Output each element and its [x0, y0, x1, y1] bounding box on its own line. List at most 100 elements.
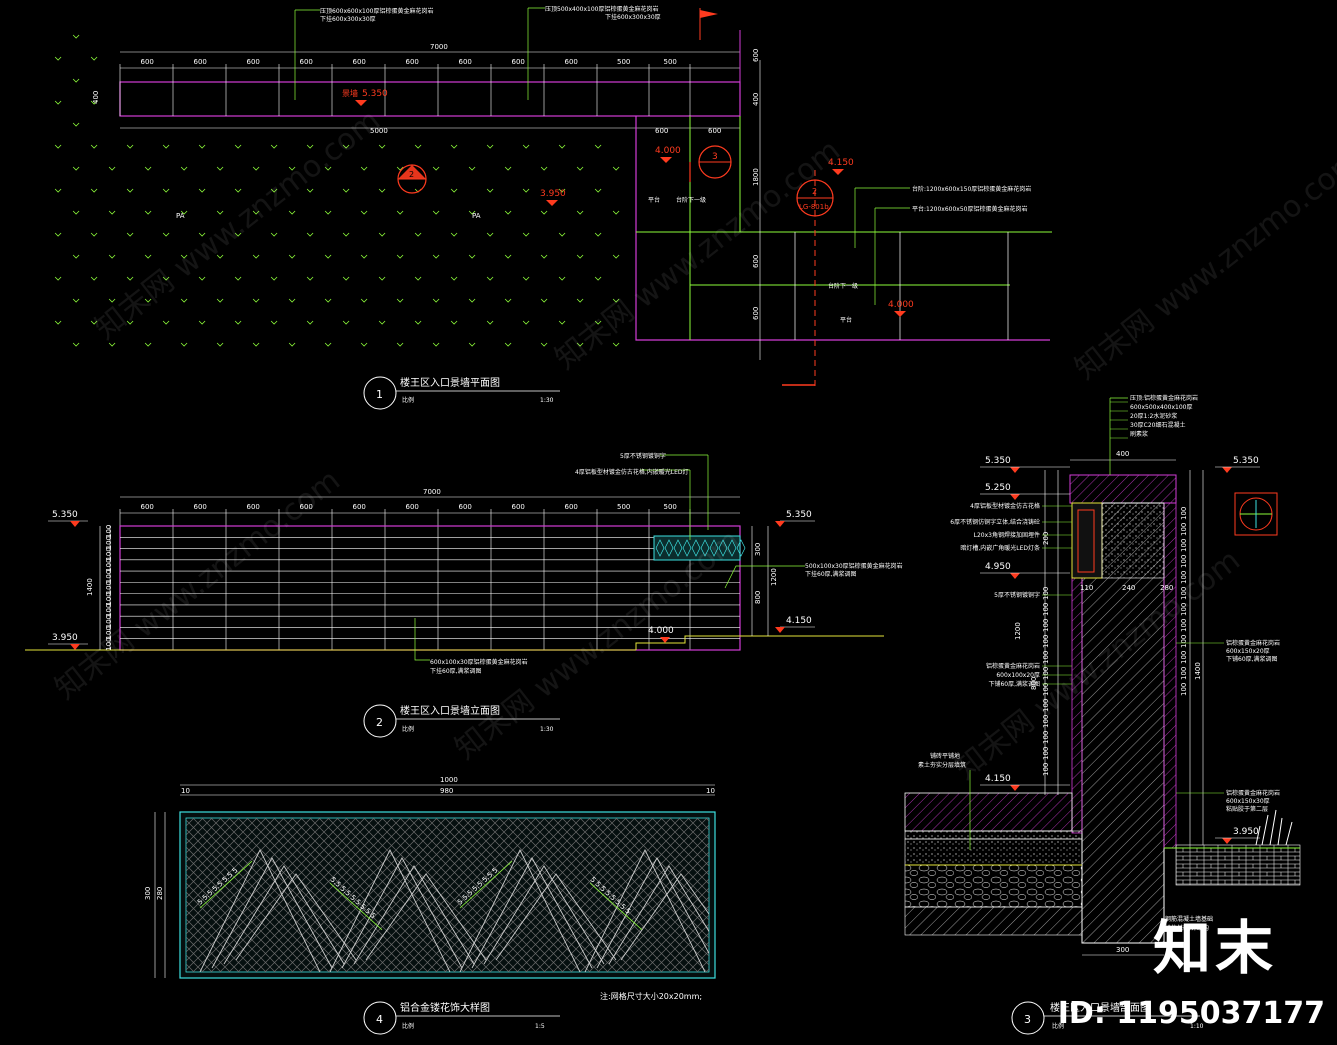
grass-mark	[270, 144, 278, 149]
lattice-line	[561, 818, 709, 966]
grass-mark	[414, 144, 422, 149]
lattice-line	[186, 818, 258, 890]
lattice-chevron	[596, 857, 709, 969]
plan-dim-vertical: 1800	[752, 168, 760, 186]
lattice-line	[426, 818, 582, 972]
section-right-note: 下铺60厚,满浆调图	[1226, 655, 1278, 663]
grass-mark	[450, 276, 458, 281]
section-row-label: 100	[1042, 763, 1050, 776]
grass-mark	[234, 232, 242, 237]
grass-mark	[468, 210, 476, 215]
lattice-line	[390, 818, 546, 972]
lattice-line	[282, 818, 438, 972]
lattice-line	[381, 818, 537, 972]
grass-mark	[324, 342, 332, 347]
section-ground-note-1: 铺砖平铺地	[930, 752, 960, 760]
plan-dim-ticks	[119, 64, 691, 116]
grass-mark	[54, 320, 62, 325]
lattice-dim-line	[589, 882, 643, 931]
grass-mark	[432, 254, 440, 259]
grass-mark	[594, 188, 602, 193]
grass-mark	[324, 254, 332, 259]
grass-mark	[144, 298, 152, 303]
lattice-line	[660, 923, 709, 972]
lattice-panel	[655, 539, 746, 557]
lattice-chevron	[459, 848, 581, 972]
lattice-diamond	[736, 539, 746, 557]
grass-mark	[108, 254, 116, 259]
lattice-line	[633, 896, 709, 972]
lattice-line	[309, 818, 465, 972]
lattice-line	[345, 818, 501, 972]
lattice-line	[724, 818, 878, 972]
plan-paving-label-2: PA	[472, 212, 481, 220]
section-title-number: 3	[1024, 1013, 1031, 1026]
elev-tag-right-mid: 4.150	[786, 616, 812, 626]
elevation-row-label: 100	[105, 558, 113, 571]
detail-scale: 1:5	[535, 1023, 545, 1030]
lattice-line	[769, 818, 923, 972]
section-dim-1400: 1400	[1194, 662, 1202, 680]
plan-paving-label-1: PA	[176, 212, 185, 220]
section-scale: 1:10	[1190, 1023, 1204, 1030]
elevation-row-label: 100	[105, 615, 113, 628]
stone-courses	[120, 536, 740, 640]
section-left-note: 铝棕蛋黄金麻花岗岩	[986, 662, 1040, 670]
grass-mark	[504, 166, 512, 171]
grass-mark	[486, 320, 494, 325]
lattice-diamond	[655, 539, 665, 557]
plan-dim-step-1: 600	[655, 127, 668, 135]
section-row-label: 100	[1042, 603, 1050, 616]
grass-mark	[576, 298, 584, 303]
plan-ref-badge: LG-801b	[799, 203, 829, 211]
grass-mark	[612, 166, 620, 171]
section-left-note: 600x100x20厚	[996, 672, 1040, 679]
grass-mark	[432, 210, 440, 215]
grass-mark	[54, 100, 62, 105]
section-left-notes: 4厚铝板型材镀金仿古花格6厚不锈钢仿铜字立体,结合浇铸砼L20x3角钢焊接加固埋…	[950, 502, 1072, 688]
elevation-dim-label: 600	[353, 503, 366, 511]
lattice-line	[742, 818, 896, 972]
lattice-line	[453, 818, 609, 972]
grass-mark	[234, 188, 242, 193]
lattice-line	[186, 945, 213, 972]
lattice-line	[769, 818, 923, 972]
section-right-notes: 铝棕蛋黄金麻花岗岩600x150x20厚下铺60厚,满浆调图铝棕蛋黄金麻花岗岩6…	[1176, 639, 1280, 813]
section-left-note: 下铺60厚,满浆调图	[988, 680, 1040, 688]
grass-mark	[180, 298, 188, 303]
lattice-line	[552, 818, 708, 972]
section-elev-4: 4.150	[985, 774, 1011, 784]
elevation-dim-label: 600	[247, 503, 260, 511]
lattice-line	[615, 818, 709, 912]
grass-mark	[450, 144, 458, 149]
lattice-chevron	[483, 865, 605, 965]
elevation-dim-label: 600	[565, 503, 578, 511]
detail-title-number: 4	[376, 1013, 383, 1026]
grass-mark	[234, 144, 242, 149]
elev-scale: 1:30	[540, 726, 554, 733]
grass-mark	[612, 298, 620, 303]
grass-mark	[522, 320, 530, 325]
grass-mark	[216, 298, 224, 303]
grass-mark	[324, 210, 332, 215]
grass-mark	[54, 276, 62, 281]
plan-step-label-3: 台阶下一级	[828, 282, 858, 290]
grass-mark	[270, 276, 278, 281]
grass-mark	[324, 166, 332, 171]
grass-mark	[468, 166, 476, 171]
section-dim-side: 240	[1122, 584, 1135, 592]
grass-mark	[144, 254, 152, 259]
lattice-line	[660, 818, 709, 867]
lattice-chevron	[620, 873, 709, 961]
lattice-line	[186, 818, 231, 863]
lattice-line	[22, 818, 176, 972]
detail-dim-height: 300	[144, 887, 152, 900]
lattice-line	[186, 936, 222, 972]
plan-ref-num: 2	[812, 187, 817, 196]
section-elev-3: 4.950	[985, 562, 1011, 572]
grass-mark	[360, 210, 368, 215]
grass-mark	[108, 166, 116, 171]
section-right-note: 600x150x20厚	[1226, 648, 1270, 655]
lattice-line	[471, 818, 627, 972]
